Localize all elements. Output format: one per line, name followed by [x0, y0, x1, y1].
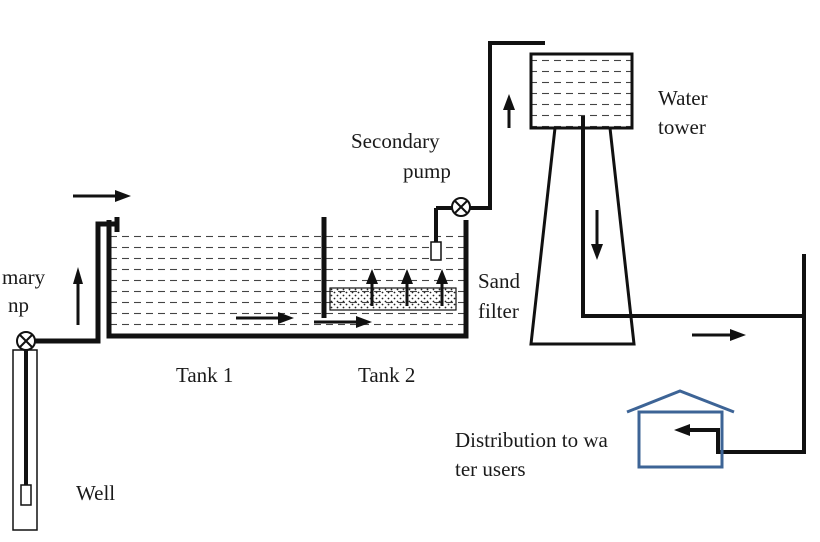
well-label: Well	[76, 481, 115, 505]
well	[12, 349, 38, 531]
up-arrow-icon	[366, 269, 378, 306]
tank1-label: Tank 1	[176, 363, 233, 387]
tank2-label: Tank 2	[358, 363, 415, 387]
well-intake-icon	[20, 484, 32, 506]
tank2-to-tower-pipe	[436, 41, 545, 210]
right-arrow-icon	[314, 316, 372, 328]
sand-filter-label-line1: Sand	[478, 269, 521, 293]
right-arrow-icon	[236, 312, 294, 324]
primary-pump-label-line1: mary	[2, 265, 46, 289]
secondary-pump-label-line1: Secondary	[351, 129, 440, 153]
distribution-label-line1: Distribution to wa	[455, 428, 609, 452]
sand-layer	[329, 287, 457, 311]
primary-pump	[16, 331, 36, 351]
right-arrow-icon	[692, 329, 746, 341]
right-arrow-icon	[73, 190, 131, 202]
up-arrow-icon	[503, 94, 515, 128]
up-arrow-icon	[436, 269, 448, 306]
water-tower-label-line2: tower	[658, 115, 706, 139]
up-arrow-icon	[73, 267, 83, 325]
distribution-label-line2: ter users	[455, 457, 526, 481]
primary-pump-icon	[16, 331, 36, 351]
secondary-pump-label-line2: pump	[403, 159, 451, 183]
tower-outlet-pipe	[581, 116, 806, 454]
secondary-pump-icon	[451, 197, 471, 217]
left-arrow-icon	[674, 424, 690, 436]
primary-pump-label-line2: np	[8, 293, 29, 317]
house-icon	[626, 389, 735, 469]
down-arrow-icon	[591, 210, 603, 260]
sand-filter-label-line2: filter	[478, 299, 519, 323]
water-tower-label-line1: Water	[658, 86, 708, 110]
secondary-intake-icon	[430, 241, 442, 261]
up-arrow-icon	[401, 269, 413, 306]
